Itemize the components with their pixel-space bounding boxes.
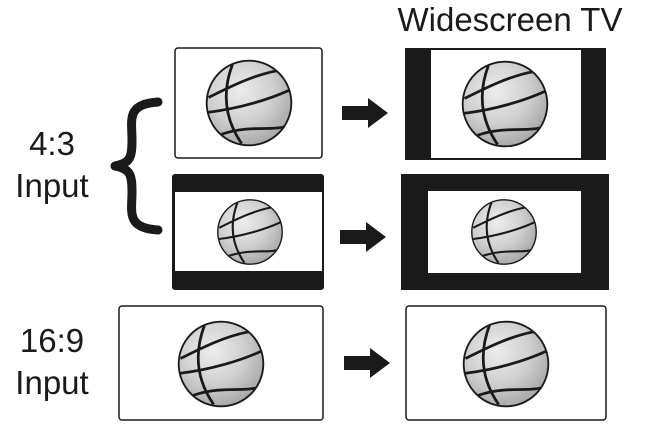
output-screen-pillarbox [405, 48, 606, 160]
four-three-ratio-text: 4:3 [29, 125, 75, 162]
basketball-icon [461, 60, 549, 148]
row-four-three-fullscreen [174, 47, 606, 160]
output-screen-windowbox [401, 174, 609, 290]
right-arrow-icon [344, 348, 390, 378]
row-sixteen-nine [118, 305, 607, 421]
sixteen-nine-label: 16:9 Input [15, 322, 88, 401]
input-screen-letterbox [172, 174, 324, 290]
widescreen-tv-title: Widescreen TV [398, 1, 623, 38]
basketball-icon [205, 59, 293, 147]
basketball-icon [177, 320, 265, 408]
right-arrow-icon [340, 222, 386, 252]
output-screen-widescreen-full [405, 305, 607, 421]
input-screen-sixteen-nine [118, 305, 324, 421]
basketball-icon [470, 198, 538, 266]
basketball-icon [462, 320, 550, 408]
input-screen-four-three [174, 47, 323, 159]
basketball-icon [216, 198, 284, 266]
sixteen-nine-input-text: Input [15, 364, 88, 401]
right-arrow-icon [342, 98, 388, 128]
four-three-input-text: Input [15, 167, 88, 204]
curly-brace-icon [110, 97, 163, 235]
row-four-three-letterbox [172, 174, 609, 290]
sixteen-nine-ratio-text: 16:9 [20, 322, 84, 359]
four-three-label: 4:3 Input [15, 125, 88, 204]
